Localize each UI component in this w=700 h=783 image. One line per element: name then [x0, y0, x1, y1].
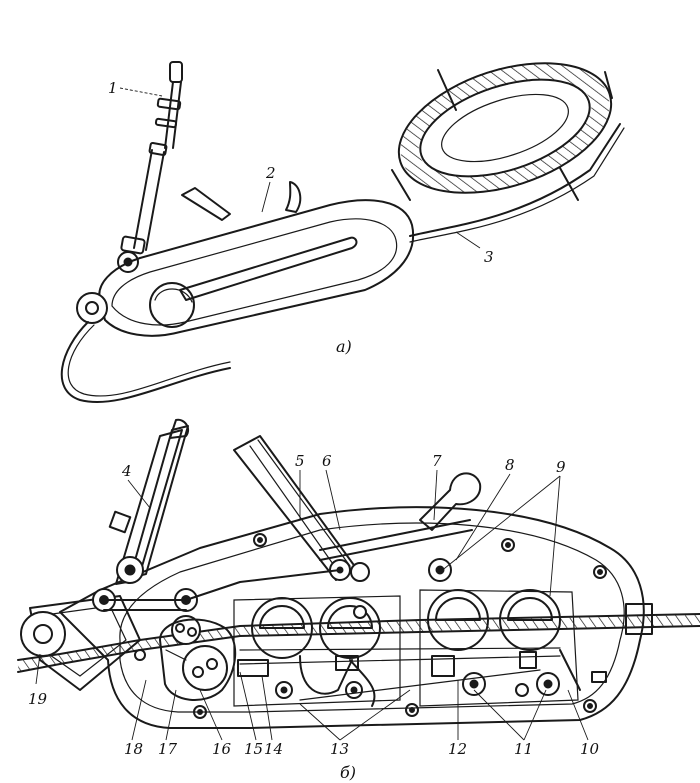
caption-a: а)	[336, 337, 352, 356]
steel-cable	[60, 62, 625, 403]
label-5: 5	[295, 452, 305, 470]
handle-socket	[108, 418, 190, 585]
jaw-assembly-front	[233, 595, 401, 707]
label-18: 18	[124, 740, 143, 758]
cable-guide-sleeve	[625, 603, 653, 635]
label-1: 1	[108, 79, 118, 97]
view-a-exterior: 1 2 3 а)	[60, 61, 625, 403]
release-lever	[319, 472, 482, 582]
label-2: 2	[265, 164, 276, 182]
label-13: 13	[330, 740, 349, 758]
label-17: 17	[158, 740, 178, 758]
label-11: 11	[514, 740, 533, 758]
leader-lines	[35, 469, 589, 741]
label-7: 7	[432, 452, 442, 470]
label-16: 16	[212, 740, 232, 758]
caption-b: б)	[340, 763, 356, 782]
housing-outline	[59, 506, 645, 729]
label-15: 15	[244, 740, 263, 758]
label-10: 10	[580, 740, 600, 758]
label-6: 6	[322, 452, 332, 470]
left-jaw-block	[159, 618, 237, 702]
label-12: 12	[448, 740, 467, 758]
winch-housing	[76, 181, 415, 337]
linkage-rods	[92, 569, 341, 645]
label-8: 8	[505, 456, 515, 474]
view-b-section: 4 5 6 7 8 9 10 11 12 13 14 15 16 17 18 1…	[17, 418, 700, 782]
label-3: 3	[484, 248, 494, 266]
label-4: 4	[121, 462, 132, 480]
label-14: 14	[264, 740, 283, 758]
label-19: 19	[28, 690, 48, 708]
label-9: 9	[556, 458, 566, 476]
handle-lever	[120, 61, 183, 255]
